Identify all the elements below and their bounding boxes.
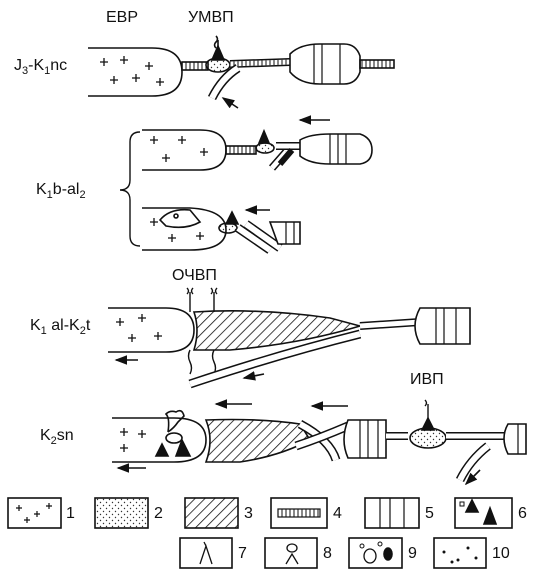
stage-2-upper	[142, 120, 372, 170]
legend-num-10: 10	[492, 545, 510, 563]
stage-4-section	[112, 400, 526, 484]
legend-swatch-3	[185, 498, 238, 528]
label-ochvp: ОЧВП	[172, 268, 217, 284]
legend-num-6: 6	[518, 505, 527, 523]
stage-label-2: K1b-al2	[36, 182, 86, 201]
ivp-stipple	[410, 428, 446, 448]
island-arc-block	[290, 44, 360, 84]
oceanic-strip	[182, 62, 208, 70]
arrow-3-right	[244, 374, 264, 378]
stage-2-lower	[142, 208, 300, 250]
label-evr: ЕВР	[106, 10, 138, 26]
legend-swatch-2	[95, 498, 148, 528]
stage-2-brace	[120, 132, 140, 246]
stage-label-1: J3-K1nc	[14, 58, 67, 77]
label-ivp: ИВП	[410, 372, 444, 388]
legend-num-8: 8	[323, 545, 332, 563]
legend-swatch-5	[365, 498, 419, 528]
label-umvp: УМВП	[188, 10, 234, 26]
continental-block	[88, 48, 182, 96]
legend-num-9: 9	[408, 545, 417, 563]
legend-num-3: 3	[244, 505, 253, 523]
legend-num-5: 5	[425, 505, 434, 523]
legend-symbols	[8, 498, 512, 568]
legend-num-4: 4	[333, 505, 342, 523]
stage-label-3: K1 al-K2t	[30, 318, 90, 337]
legend-swatch-8	[265, 538, 317, 568]
legend-num-2: 2	[154, 505, 163, 523]
legend-num-1: 1	[66, 505, 75, 523]
slab-arrow	[223, 98, 238, 108]
stage-3-section	[108, 288, 470, 384]
volcano-cone	[212, 46, 224, 60]
stage-label-4: K2sn	[40, 428, 74, 447]
legend-swatch-10	[434, 538, 486, 568]
stage-1-section	[88, 36, 394, 108]
legend-num-7: 7	[238, 545, 247, 563]
legend-swatch-1	[8, 498, 61, 528]
legend-swatch-7	[180, 538, 232, 568]
